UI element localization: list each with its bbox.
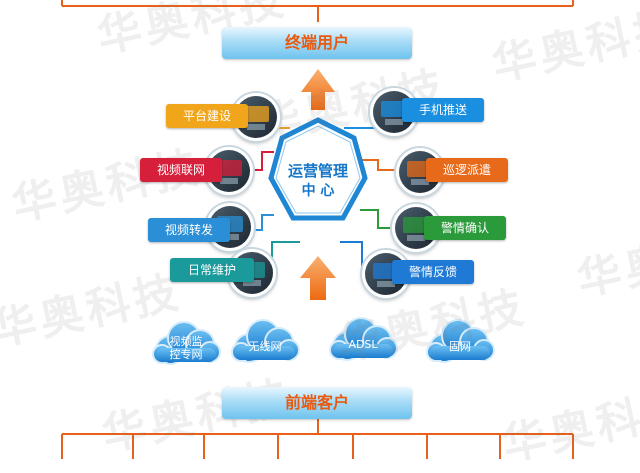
cloud-label: 视频监控专网: [169, 335, 203, 361]
cloud-label: 固网: [449, 340, 471, 353]
top-tree: [61, 0, 574, 22]
left-item-label: 视频联网: [140, 158, 222, 182]
diagram-canvas: [61, 0, 574, 459]
top-header: 终端用户: [222, 27, 412, 59]
right-item-label: 手机推送: [402, 98, 484, 122]
cloud-3: [329, 317, 398, 361]
center-title: 运营管理: [287, 162, 348, 180]
right-item-label: 警情确认: [424, 216, 506, 240]
right-item-label: 警情反馈: [392, 260, 474, 284]
right-item-photo: [392, 204, 440, 252]
left-item-label: 视频转发: [148, 218, 230, 242]
cloud-label: ADSL: [348, 338, 378, 351]
bottom-header: 前端客户: [222, 387, 412, 419]
left-item-label: 日常维护: [170, 258, 254, 282]
cloud-1: [152, 321, 221, 365]
cloud-group: [152, 317, 495, 365]
right-item-label: 巡逻派遣: [426, 158, 508, 182]
cloud-label: 无线网: [248, 340, 282, 353]
up-arrow-bottom: [300, 256, 336, 300]
center-subtitle: 中 心: [301, 183, 335, 199]
left-item-label: 平台建设: [166, 104, 248, 128]
bottom-tree: [61, 417, 574, 459]
cloud-4: [426, 319, 495, 363]
cloud-2: [231, 319, 300, 363]
center-hub: [268, 117, 368, 221]
up-arrow-top: [301, 69, 335, 110]
